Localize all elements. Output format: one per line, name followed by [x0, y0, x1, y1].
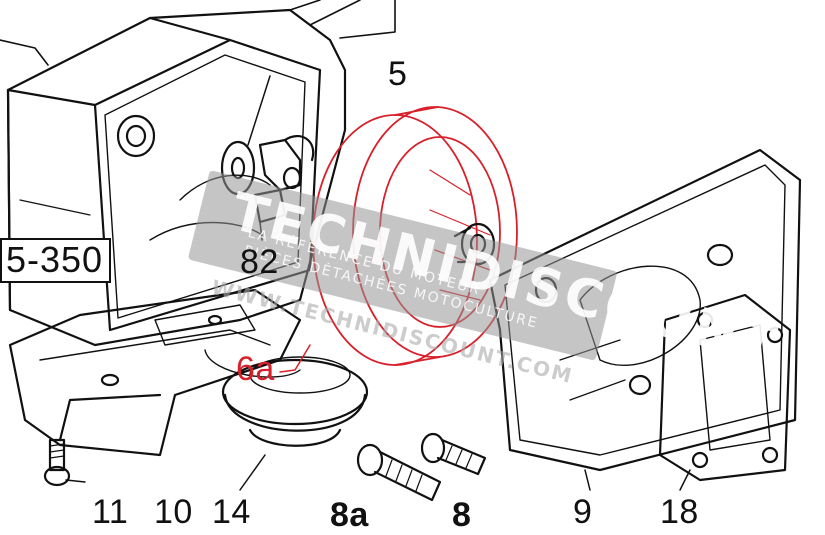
callout-11: 11 — [92, 493, 129, 531]
callout-14: 14 — [212, 493, 251, 531]
reference-label: 5-350 — [0, 238, 112, 283]
callout-82: 82 — [240, 243, 279, 281]
back-plate — [488, 148, 802, 491]
callout-18: 18 — [660, 493, 699, 531]
screw-8a — [356, 443, 442, 502]
screw-8 — [420, 432, 487, 476]
callout-9: 9 — [573, 493, 593, 531]
bowl — [204, 349, 369, 491]
callout-10: 10 — [154, 493, 193, 531]
callout-6a: 6a — [236, 350, 275, 388]
callout-8: 8 — [452, 496, 472, 534]
gasket — [658, 293, 792, 491]
base-bracket — [8, 288, 302, 457]
callout-8a: 8a — [330, 496, 369, 534]
housing-cover — [6, 0, 396, 347]
callout-5: 5 — [388, 55, 408, 93]
screw-11 — [43, 438, 86, 487]
